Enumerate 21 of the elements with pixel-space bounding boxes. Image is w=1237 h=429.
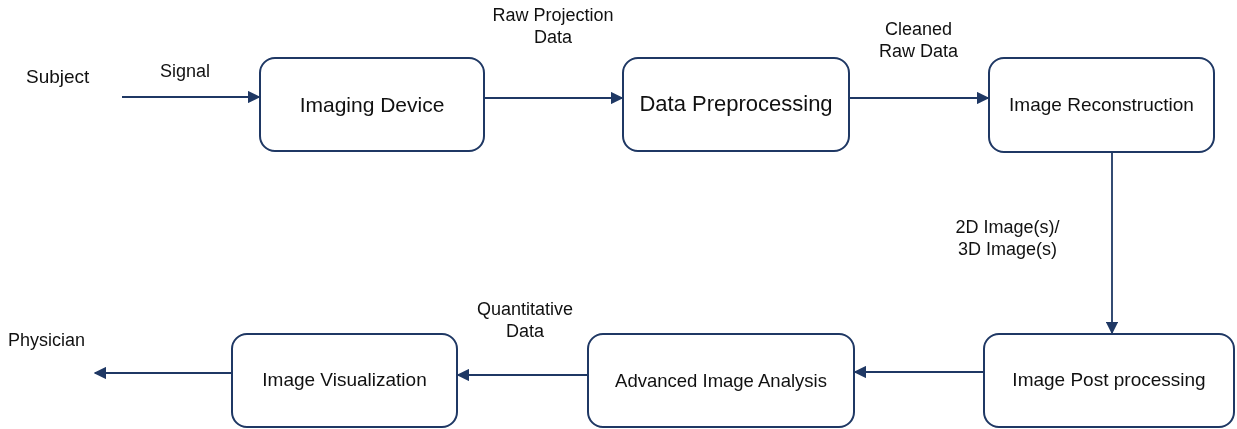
box-label: Imaging Device [298, 91, 446, 118]
process-box [259, 57, 485, 152]
box-label: Data Preprocessing [638, 90, 834, 119]
actor-label: Subject [25, 65, 91, 89]
process-box [231, 333, 458, 428]
process-box [988, 57, 1215, 153]
arrow [93, 366, 232, 380]
box-label: Image Post processing [1011, 368, 1207, 393]
box-label: Image Visualization [261, 368, 428, 393]
arrow [853, 365, 984, 379]
box-label: Advanced Image Analysis [614, 368, 828, 393]
arrow [1105, 152, 1119, 335]
arrow [121, 90, 261, 104]
arrow [456, 368, 588, 382]
arrow [484, 91, 624, 105]
process-box [983, 333, 1235, 428]
box-label: Image Reconstruction [1008, 92, 1195, 117]
arrow [849, 91, 990, 105]
process-box [622, 57, 850, 152]
actor-label: Physician [7, 329, 87, 352]
process-box [587, 333, 855, 428]
